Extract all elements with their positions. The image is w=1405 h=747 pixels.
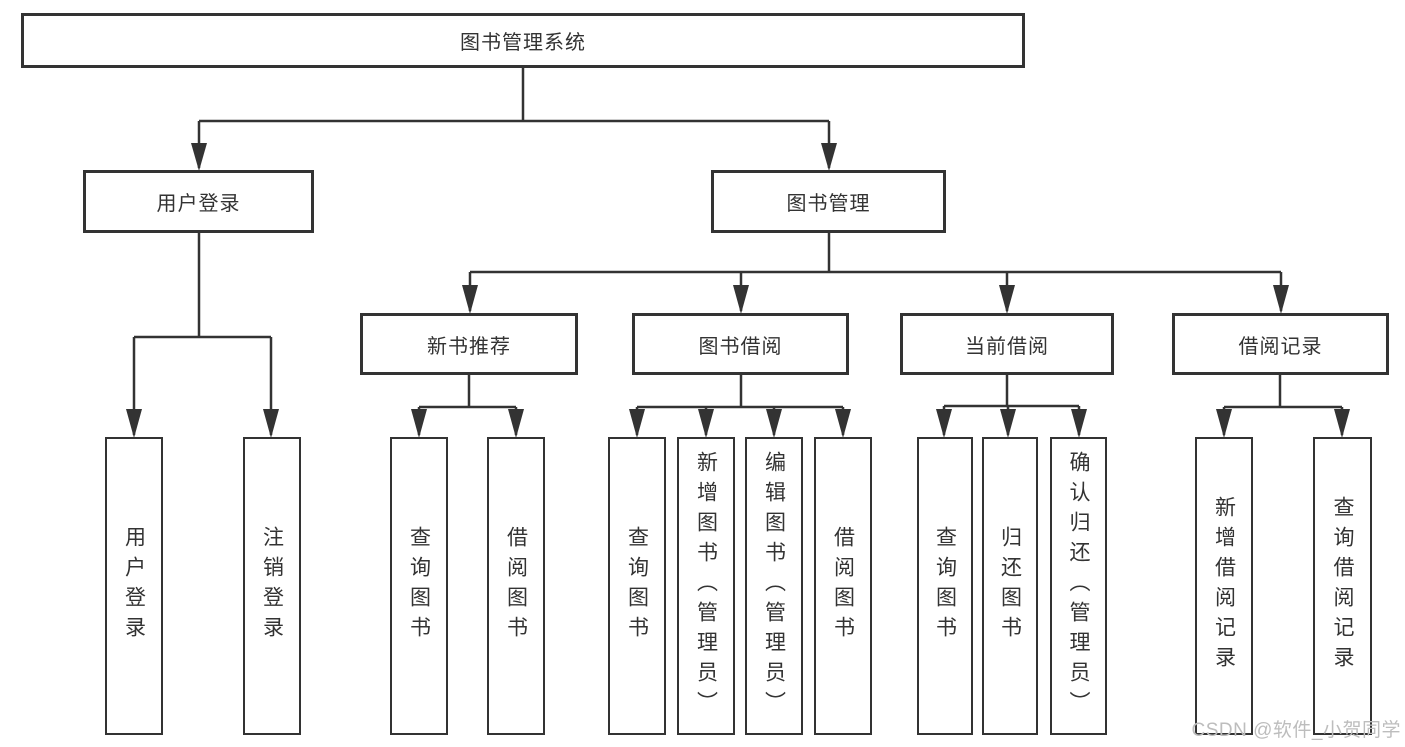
node-leaf-query-borrow-record: 查询借阅记录 <box>1313 437 1372 735</box>
node-leaf-query-book-3: 查询图书 <box>917 437 973 735</box>
node-book-management: 图书管理 <box>711 170 946 233</box>
node-new-book-recommend: 新书推荐 <box>360 313 578 375</box>
node-leaf-edit-book-admin: 编辑图书（管理员） <box>745 437 803 735</box>
node-current-borrowing: 当前借阅 <box>900 313 1114 375</box>
node-leaf-user-login: 用户登录 <box>105 437 163 735</box>
csdn-watermark: CSDN @软件_小贺同学 <box>1191 720 1401 741</box>
node-leaf-borrow-book-2: 借阅图书 <box>814 437 872 735</box>
node-leaf-query-book-2: 查询图书 <box>608 437 666 735</box>
node-leaf-return-book: 归还图书 <box>982 437 1038 735</box>
node-leaf-add-borrow-record: 新增借阅记录 <box>1195 437 1253 735</box>
node-root: 图书管理系统 <box>21 13 1025 68</box>
node-leaf-borrow-book-1: 借阅图书 <box>487 437 545 735</box>
node-book-borrowing: 图书借阅 <box>632 313 849 375</box>
node-leaf-confirm-return-admin: 确认归还（管理员） <box>1050 437 1107 735</box>
arrowheads <box>126 143 1350 438</box>
node-leaf-add-book-admin: 新增图书（管理员） <box>677 437 735 735</box>
node-leaf-query-book-1: 查询图书 <box>390 437 448 735</box>
node-borrowing-records: 借阅记录 <box>1172 313 1389 375</box>
node-leaf-logout: 注销登录 <box>243 437 301 735</box>
node-user-login: 用户登录 <box>83 170 314 233</box>
